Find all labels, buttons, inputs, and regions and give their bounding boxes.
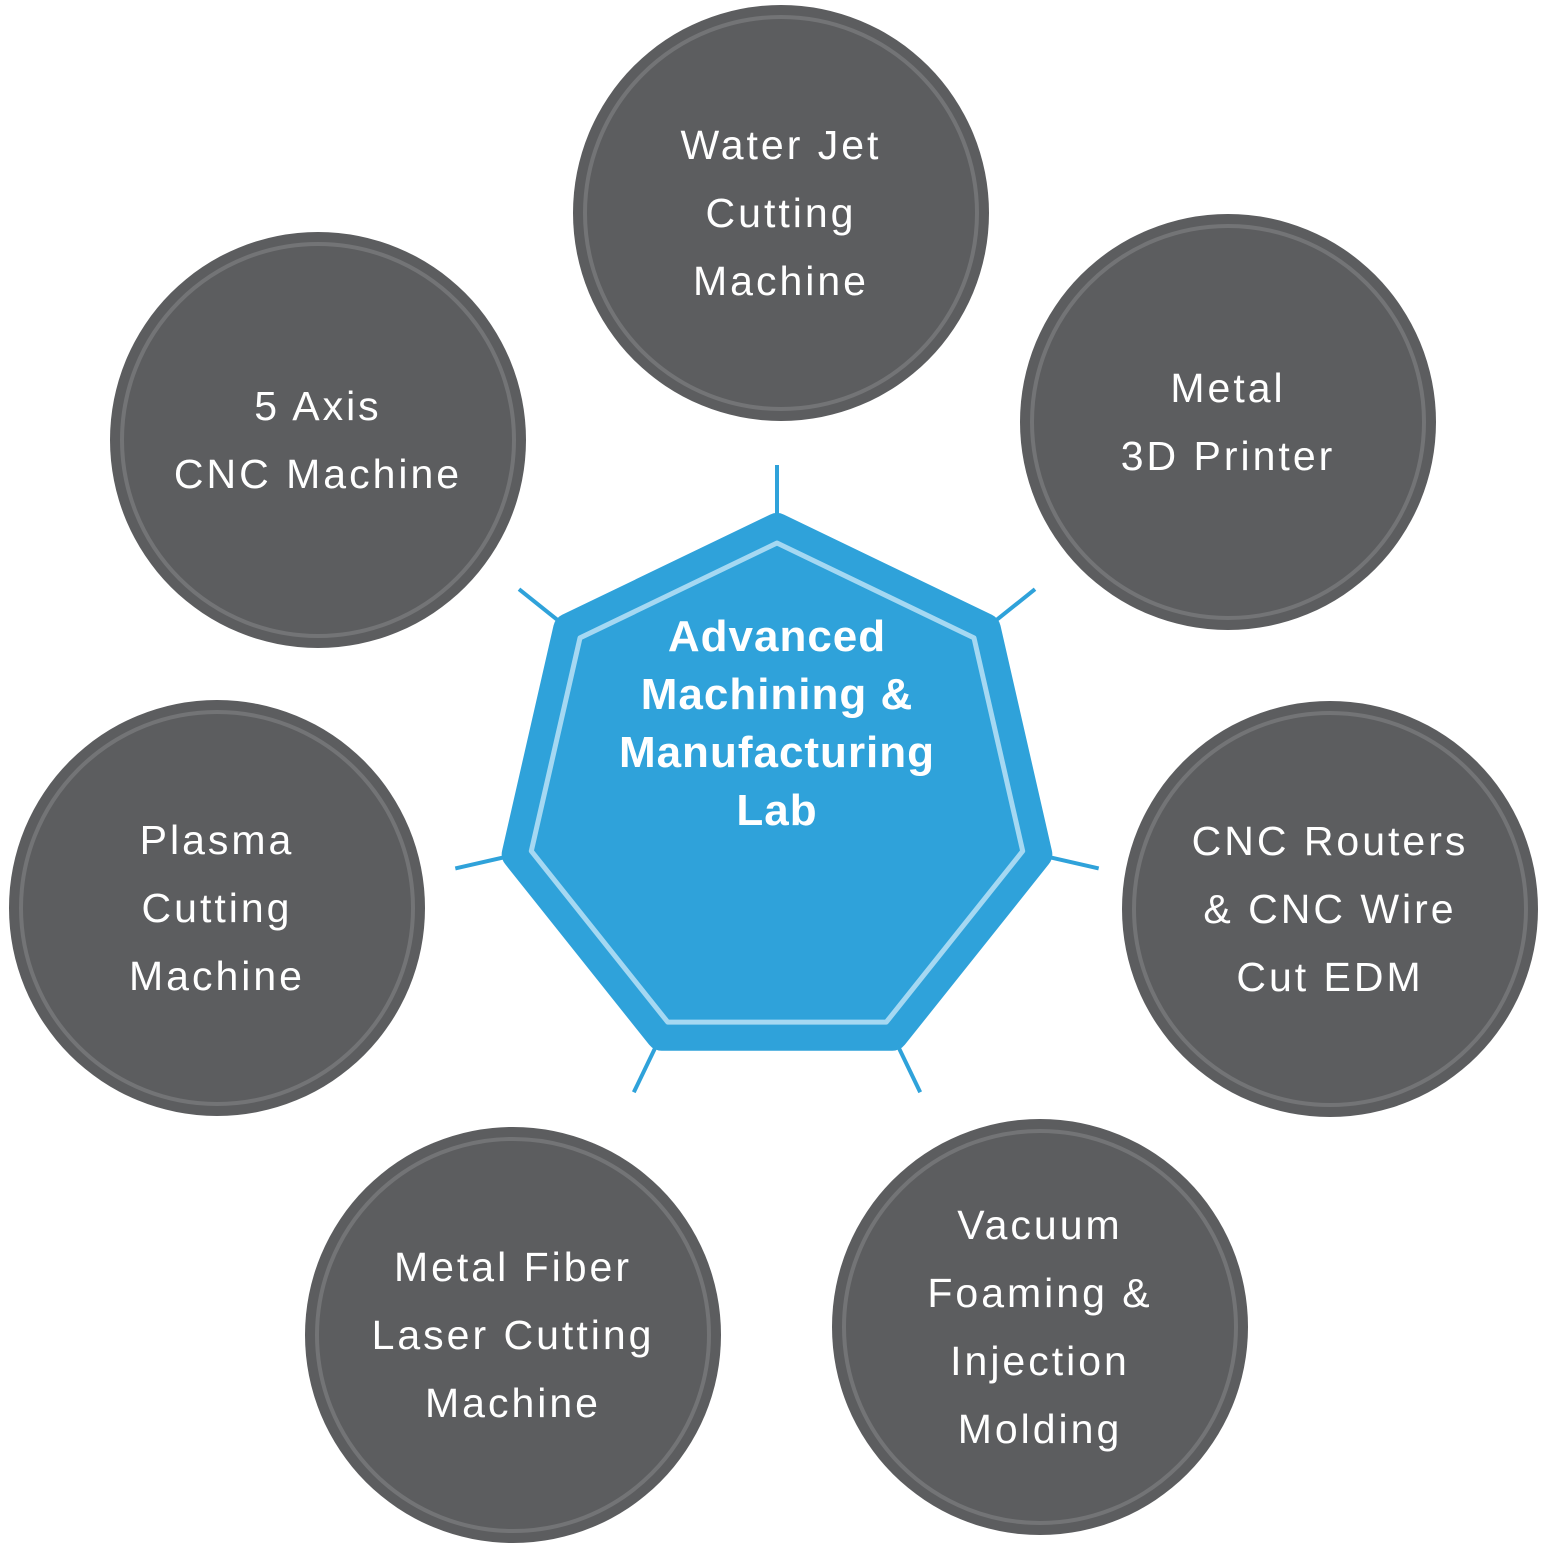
center-title-line: Manufacturing: [618, 728, 936, 777]
node-label-line: Cutting: [141, 885, 293, 931]
node-metal-fiber-laser-cutting-machine: Metal Fiber Laser Cutting Machine: [305, 1127, 721, 1543]
node-label-line: Machine: [129, 953, 305, 999]
node-label: Metal 3D Printer: [1121, 354, 1336, 490]
node-label-line: Plasma: [139, 817, 295, 863]
node-label-line: Vacuum: [957, 1202, 1123, 1248]
node-label-line: Injection: [950, 1338, 1130, 1384]
node-label-line: CNC Machine: [173, 451, 463, 497]
node-label-line: & CNC Wire: [1203, 886, 1457, 932]
node-label-line: Metal: [1170, 365, 1286, 411]
node-label-line: Machine: [425, 1380, 601, 1426]
node-label-line: Metal Fiber: [393, 1244, 633, 1290]
node-label: Metal Fiber Laser Cutting Machine: [372, 1233, 655, 1437]
node-label-line: Cutting: [705, 190, 857, 236]
node-label: CNC Routers & CNC Wire Cut EDM: [1192, 807, 1469, 1011]
center-title-line: Machining &: [640, 670, 914, 719]
center-heptagon-inner-line: [528, 540, 1026, 1025]
center-title-line: Advanced: [667, 612, 887, 661]
node-water-jet-cutting-machine: Water Jet Cutting Machine: [573, 5, 989, 421]
center-heptagon: [501, 513, 1053, 1051]
node-label-line: Water Jet: [680, 122, 882, 168]
node-label: Plasma Cutting Machine: [129, 806, 305, 1010]
center-title: Advanced Machining & Manufacturing Lab: [497, 608, 1057, 840]
center-title-line: Lab: [736, 786, 818, 835]
node-vacuum-foaming-injection-molding: Vacuum Foaming & Injection Molding: [832, 1119, 1248, 1535]
node-label-line: Cut EDM: [1236, 954, 1424, 1000]
node-plasma-cutting-machine: Plasma Cutting Machine: [9, 700, 425, 1116]
node-label-line: Foaming &: [927, 1270, 1153, 1316]
node-label-line: Machine: [693, 258, 869, 304]
node-metal-3d-printer: Metal 3D Printer: [1020, 214, 1436, 630]
node-label-line: Molding: [957, 1406, 1123, 1452]
node-label-line: Laser Cutting: [371, 1312, 655, 1358]
node-label-line: 3D Printer: [1120, 433, 1336, 479]
node-cnc-routers-cnc-wire-cut-edm: CNC Routers & CNC Wire Cut EDM: [1122, 701, 1538, 1117]
node-label: Vacuum Foaming & Injection Molding: [927, 1191, 1152, 1463]
node-label-line: 5 Axis: [254, 383, 382, 429]
node-5-axis-cnc-machine: 5 Axis CNC Machine: [110, 232, 526, 648]
node-label: Water Jet Cutting Machine: [681, 111, 882, 315]
node-label: 5 Axis CNC Machine: [174, 372, 462, 508]
node-label-line: CNC Routers: [1191, 818, 1469, 864]
